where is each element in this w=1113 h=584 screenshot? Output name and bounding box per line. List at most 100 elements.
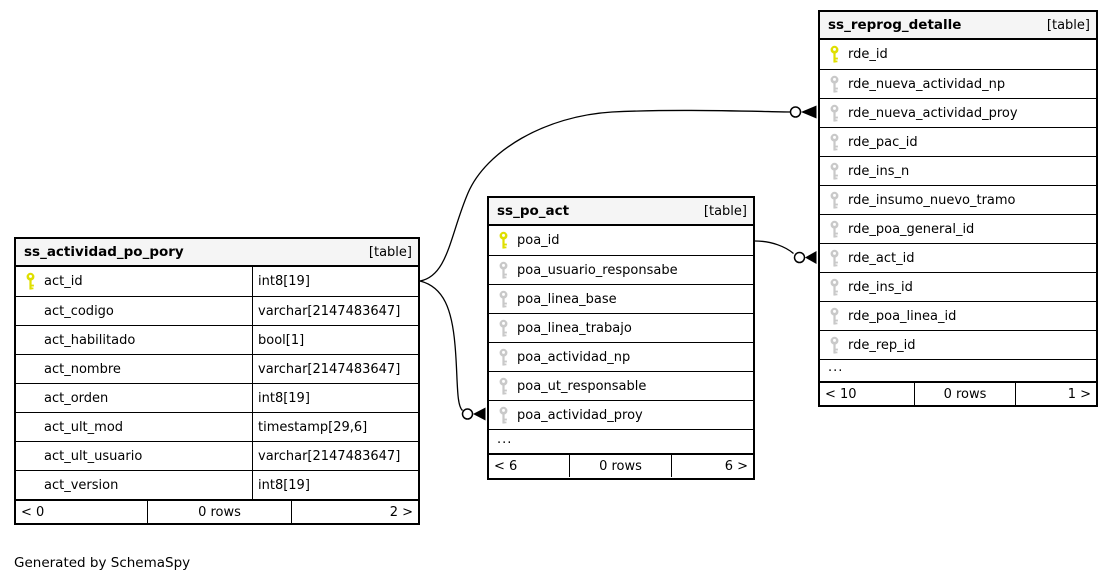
relationship-act-id-to-poa-actividad-proy <box>419 280 486 421</box>
column-rows: poa_id poa_usuario_responsabe poa_linea_… <box>489 226 753 429</box>
row-count: 0 rows <box>569 455 672 477</box>
table-ss-po-act: ss_po_act [table] poa_id poa_usuario_res… <box>487 196 755 480</box>
column-name: act_nombre <box>44 361 121 377</box>
column-name: act_orden <box>44 390 109 406</box>
column-name: rde_ins_n <box>848 163 910 179</box>
column-name: rde_nueva_actividad_np <box>848 76 1006 92</box>
column-row: rde_rep_id <box>820 330 1096 359</box>
column-row: act_version int8[19] <box>16 470 418 499</box>
arrowhead-marker <box>801 105 817 119</box>
foreign-key-icon <box>830 220 839 238</box>
foreign-key-icon <box>830 133 839 151</box>
foreign-key-icon <box>830 249 839 267</box>
table-header[interactable]: ss_po_act [table] <box>489 198 753 226</box>
column-row: rde_pac_id <box>820 127 1096 156</box>
column-name: act_id <box>44 274 83 289</box>
foreign-key-icon <box>830 278 839 296</box>
column-type: int8[19] <box>258 477 310 493</box>
table-tag: [table] <box>368 244 412 260</box>
parents-count: < 0 <box>21 504 45 520</box>
column-type: varchar[2147483647] <box>258 303 401 319</box>
row-count: 0 rows <box>914 383 1016 405</box>
foreign-key-icon <box>499 377 508 395</box>
table-footer: < 0 0 rows 2 > <box>16 499 418 523</box>
column-name: poa_linea_trabajo <box>517 320 632 336</box>
column-row: poa_id <box>489 226 753 255</box>
column-type: int8[19] <box>258 390 310 406</box>
primary-key-icon <box>830 45 839 63</box>
column-row: poa_usuario_responsabe <box>489 255 753 284</box>
column-name: rde_ins_id <box>848 279 913 295</box>
column-name: poa_actividad_proy <box>517 407 643 423</box>
arrowhead-marker <box>473 407 486 421</box>
column-name: poa_ut_responsable <box>517 378 647 394</box>
foreign-key-icon <box>830 104 839 122</box>
zero-or-one-circle-marker <box>789 106 802 118</box>
column-row: act_ult_mod timestamp[29,6] <box>16 412 418 441</box>
column-type: varchar[2147483647] <box>258 361 401 377</box>
foreign-key-icon <box>830 191 839 209</box>
zero-or-one-circle-marker <box>793 251 806 264</box>
column-name: rde_poa_general_id <box>848 221 975 237</box>
column-name: act_codigo <box>44 303 114 319</box>
column-type: int8[19] <box>258 274 310 289</box>
column-rows: rde_id rde_nueva_actividad_np rde_nueva_… <box>820 40 1096 359</box>
column-row: act_ult_usuario varchar[2147483647] <box>16 441 418 470</box>
more-columns-ellipsis: ... <box>489 429 753 453</box>
primary-key-icon <box>26 272 35 290</box>
column-name: act_habilitado <box>44 332 136 348</box>
column-name: rde_id <box>848 47 888 62</box>
table-footer: < 6 0 rows 6 > <box>489 453 753 477</box>
table-header[interactable]: ss_reprog_detalle [table] <box>820 12 1096 40</box>
foreign-key-icon <box>830 307 839 325</box>
column-row: poa_actividad_np <box>489 342 753 371</box>
column-row: act_orden int8[19] <box>16 383 418 412</box>
table-title: ss_actividad_po_pory <box>24 244 184 260</box>
column-row: rde_nueva_actividad_proy <box>820 98 1096 127</box>
primary-key-icon <box>499 231 508 249</box>
foreign-key-icon <box>499 348 508 366</box>
row-count: 0 rows <box>147 501 292 523</box>
column-name: rde_rep_id <box>848 337 916 353</box>
foreign-key-icon <box>499 261 508 279</box>
arrowhead-marker <box>805 251 817 264</box>
column-name: poa_linea_base <box>517 291 617 307</box>
column-name: rde_act_id <box>848 250 915 266</box>
schemaspy-attribution: Generated by SchemaSpy <box>14 555 191 571</box>
foreign-key-icon <box>830 336 839 354</box>
parents-count: < 10 <box>825 386 857 402</box>
foreign-key-icon <box>499 290 508 308</box>
table-header[interactable]: ss_actividad_po_pory [table] <box>16 239 418 267</box>
relationship-poa-id-to-rde-act-id <box>754 240 817 264</box>
column-row: act_nombre varchar[2147483647] <box>16 354 418 383</box>
column-type: varchar[2147483647] <box>258 448 401 464</box>
children-count: 1 > <box>1067 386 1091 402</box>
column-name: rde_insumo_nuevo_tramo <box>848 192 1016 208</box>
column-name: act_ult_mod <box>44 419 124 435</box>
column-name: poa_id <box>517 233 560 248</box>
column-name: rde_poa_linea_id <box>848 308 957 324</box>
column-row: rde_ins_id <box>820 272 1096 301</box>
table-footer: < 10 0 rows 1 > <box>820 381 1096 405</box>
column-name: act_version <box>44 477 119 493</box>
zero-or-one-circle-marker <box>461 408 474 420</box>
foreign-key-icon <box>499 406 508 424</box>
column-name: poa_actividad_np <box>517 349 631 365</box>
table-ss-reprog-detalle: ss_reprog_detalle [table] rde_id rde_nue… <box>818 10 1098 407</box>
column-row: rde_id <box>820 40 1096 69</box>
column-row: act_codigo varchar[2147483647] <box>16 296 418 325</box>
column-row: rde_act_id <box>820 243 1096 272</box>
column-name: rde_nueva_actividad_proy <box>848 105 1018 121</box>
parents-count: < 6 <box>494 458 518 474</box>
foreign-key-icon <box>830 162 839 180</box>
foreign-key-icon <box>499 319 508 337</box>
foreign-key-icon <box>830 75 839 93</box>
column-name: rde_pac_id <box>848 134 918 150</box>
column-row: rde_poa_linea_id <box>820 301 1096 330</box>
column-name: act_ult_usuario <box>44 448 143 464</box>
children-count: 6 > <box>724 458 748 474</box>
column-row: poa_ut_responsable <box>489 371 753 400</box>
children-count: 2 > <box>389 504 413 520</box>
column-type: timestamp[29,6] <box>258 419 368 435</box>
column-row: rde_nueva_actividad_np <box>820 69 1096 98</box>
